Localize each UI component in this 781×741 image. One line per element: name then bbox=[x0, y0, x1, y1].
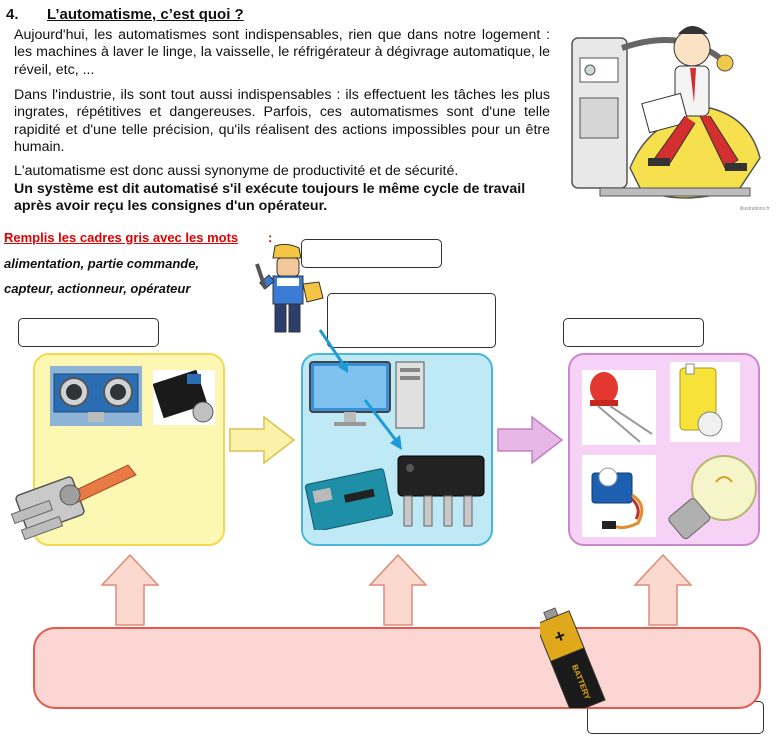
fill-box-sensor[interactable] bbox=[18, 318, 159, 347]
section-number: 4. bbox=[6, 6, 19, 23]
fill-box-actuator[interactable] bbox=[563, 318, 704, 347]
paragraph-definition: Un système est dit automatisé s'il exécu… bbox=[14, 181, 526, 215]
flow-arrows bbox=[318, 329, 402, 450]
word-list-line-2: capteur, actionneur, opérateur bbox=[4, 281, 191, 296]
fill-box-control[interactable] bbox=[327, 293, 496, 348]
section-title: L’automatisme, c’est quoi ? bbox=[47, 6, 244, 23]
instruction-label: Remplis les cadres gris avec les mots bbox=[4, 230, 239, 245]
battery-icon: + BATTERY bbox=[540, 607, 606, 708]
fill-box-operator[interactable] bbox=[301, 239, 442, 268]
arrow-control-to-actuator bbox=[497, 415, 564, 465]
gear-motor-icon bbox=[679, 363, 723, 437]
robot-cartoon-illustration: illustrations.fr bbox=[560, 8, 770, 218]
power-panel bbox=[33, 627, 761, 709]
led-icon bbox=[590, 372, 653, 443]
paragraph-home: Aujourd'hui, les automatismes sont indis… bbox=[14, 27, 550, 78]
instruction-colon: : bbox=[268, 230, 273, 245]
computer-icon bbox=[309, 361, 425, 429]
arduino-board-icon bbox=[305, 468, 394, 530]
toggle-switch-icon bbox=[10, 464, 137, 541]
arrow-power-to-sensor bbox=[100, 553, 160, 626]
worker-figure-icon bbox=[255, 244, 324, 333]
servo-icon bbox=[591, 467, 644, 530]
paragraph-industry: Dans l'industrie, ils sont tout aussi in… bbox=[14, 87, 550, 156]
microchip-icon bbox=[397, 455, 485, 527]
sound-sensor-icon bbox=[153, 370, 215, 425]
arrow-power-to-control bbox=[368, 553, 428, 626]
arrow-power-to-actuator bbox=[633, 553, 693, 626]
arrow-sensor-to-control bbox=[229, 415, 296, 465]
word-list-line-1: alimentation, partie commande, bbox=[4, 256, 200, 271]
led-thumb bbox=[582, 370, 656, 445]
servo-thumb bbox=[582, 455, 656, 537]
illustration-credit: illustrations.fr bbox=[740, 206, 770, 212]
gear-motor-thumb bbox=[670, 362, 740, 442]
paragraph-productivity: L'automatisme est donc aussi synonyme de… bbox=[14, 163, 459, 179]
ultrasonic-sensor-icon bbox=[50, 366, 142, 426]
light-bulb-icon bbox=[668, 455, 757, 540]
